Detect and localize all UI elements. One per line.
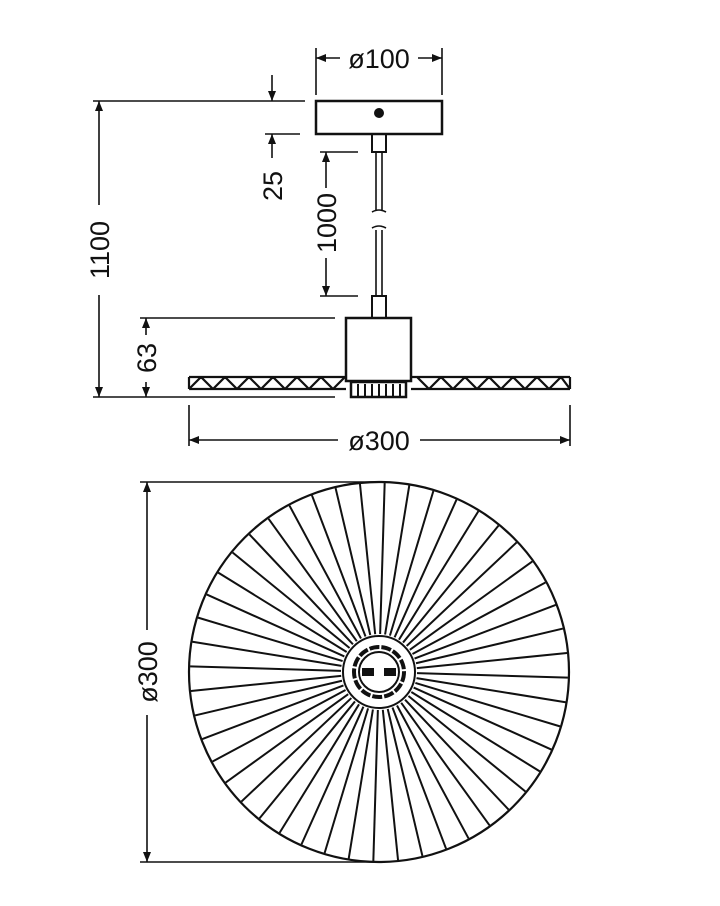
shade-rib xyxy=(372,709,379,861)
canopy-screw xyxy=(374,108,384,118)
shade-rib xyxy=(388,490,435,636)
top-cable-grip xyxy=(371,133,387,153)
socket-housing xyxy=(344,316,413,383)
shade-rib xyxy=(347,709,374,859)
shade-rib xyxy=(300,706,365,845)
shade-rib xyxy=(411,581,546,655)
bulb-ring xyxy=(349,380,408,399)
shade-profile xyxy=(187,375,572,391)
shade-rib xyxy=(267,518,358,642)
shade-rib xyxy=(381,709,400,861)
shade-rib xyxy=(201,684,344,740)
shade-rib xyxy=(402,524,500,644)
shade-rib xyxy=(391,707,447,850)
dim-canopy-diameter: ø100 xyxy=(348,44,410,74)
shade-outline xyxy=(187,480,571,864)
shade-rib xyxy=(384,485,411,635)
dim-lamp-height: 63 xyxy=(132,343,162,373)
shade-rib xyxy=(398,510,480,641)
shade-rib xyxy=(288,505,362,640)
shade-rib xyxy=(416,677,566,704)
shade-rib xyxy=(386,708,424,857)
shade-rib xyxy=(225,693,349,784)
hub-outer xyxy=(342,635,416,709)
bottom-cable-grip xyxy=(371,295,387,319)
dim-shade-diameter-top: ø300 xyxy=(133,641,163,703)
top-view xyxy=(187,480,571,864)
dim-shade-diameter-side: ø300 xyxy=(348,426,410,456)
shade-rib xyxy=(404,698,510,811)
dimension-labels: ø100 1100 25 1000 63 ø300 ø300 xyxy=(85,44,410,703)
socket-ring xyxy=(352,645,406,699)
shade-rib xyxy=(410,691,541,773)
socket-contact-left xyxy=(362,668,374,676)
shade-rib xyxy=(413,686,552,751)
shade-rib xyxy=(400,702,491,826)
shade-rib xyxy=(415,681,561,728)
shade-rib xyxy=(217,571,348,653)
side-view xyxy=(187,99,572,399)
shade-rib xyxy=(393,499,458,638)
shade-rib xyxy=(190,665,342,672)
shade-rib xyxy=(416,651,568,670)
shade-rib xyxy=(278,703,360,834)
shade-rib xyxy=(409,560,533,651)
cable xyxy=(375,152,383,296)
shade-rib xyxy=(258,700,356,820)
shade-rib xyxy=(415,627,564,665)
shade-rib xyxy=(197,616,343,663)
dimension-lines xyxy=(93,48,571,863)
dim-total-height: 1100 xyxy=(85,221,115,279)
shade-rib xyxy=(396,704,470,839)
shade-rib xyxy=(206,593,345,658)
shade-rib xyxy=(323,708,370,854)
shade-rib xyxy=(358,483,377,635)
shade-rib xyxy=(194,679,343,717)
shade-rib xyxy=(240,697,353,803)
shade-rib xyxy=(248,533,354,646)
shade-rib xyxy=(231,551,351,649)
shade-rib xyxy=(405,541,518,647)
shade-rib xyxy=(416,672,568,679)
shade-rib xyxy=(379,483,386,635)
dim-cable-length: 1000 xyxy=(312,193,342,253)
shade-rib xyxy=(407,695,527,793)
socket-contact-right xyxy=(384,668,396,676)
cable-break xyxy=(371,209,387,229)
shade-rib xyxy=(334,487,372,636)
dim-canopy-offset: 25 xyxy=(258,171,288,201)
shade-rib xyxy=(212,689,347,763)
shade-rib xyxy=(311,494,367,637)
socket-inner xyxy=(358,651,400,693)
shade-rib xyxy=(414,604,557,660)
shade-rib xyxy=(192,640,342,667)
shade-rib xyxy=(190,674,342,693)
bulb-ring-body xyxy=(349,380,408,399)
shade-ribs xyxy=(190,483,568,861)
